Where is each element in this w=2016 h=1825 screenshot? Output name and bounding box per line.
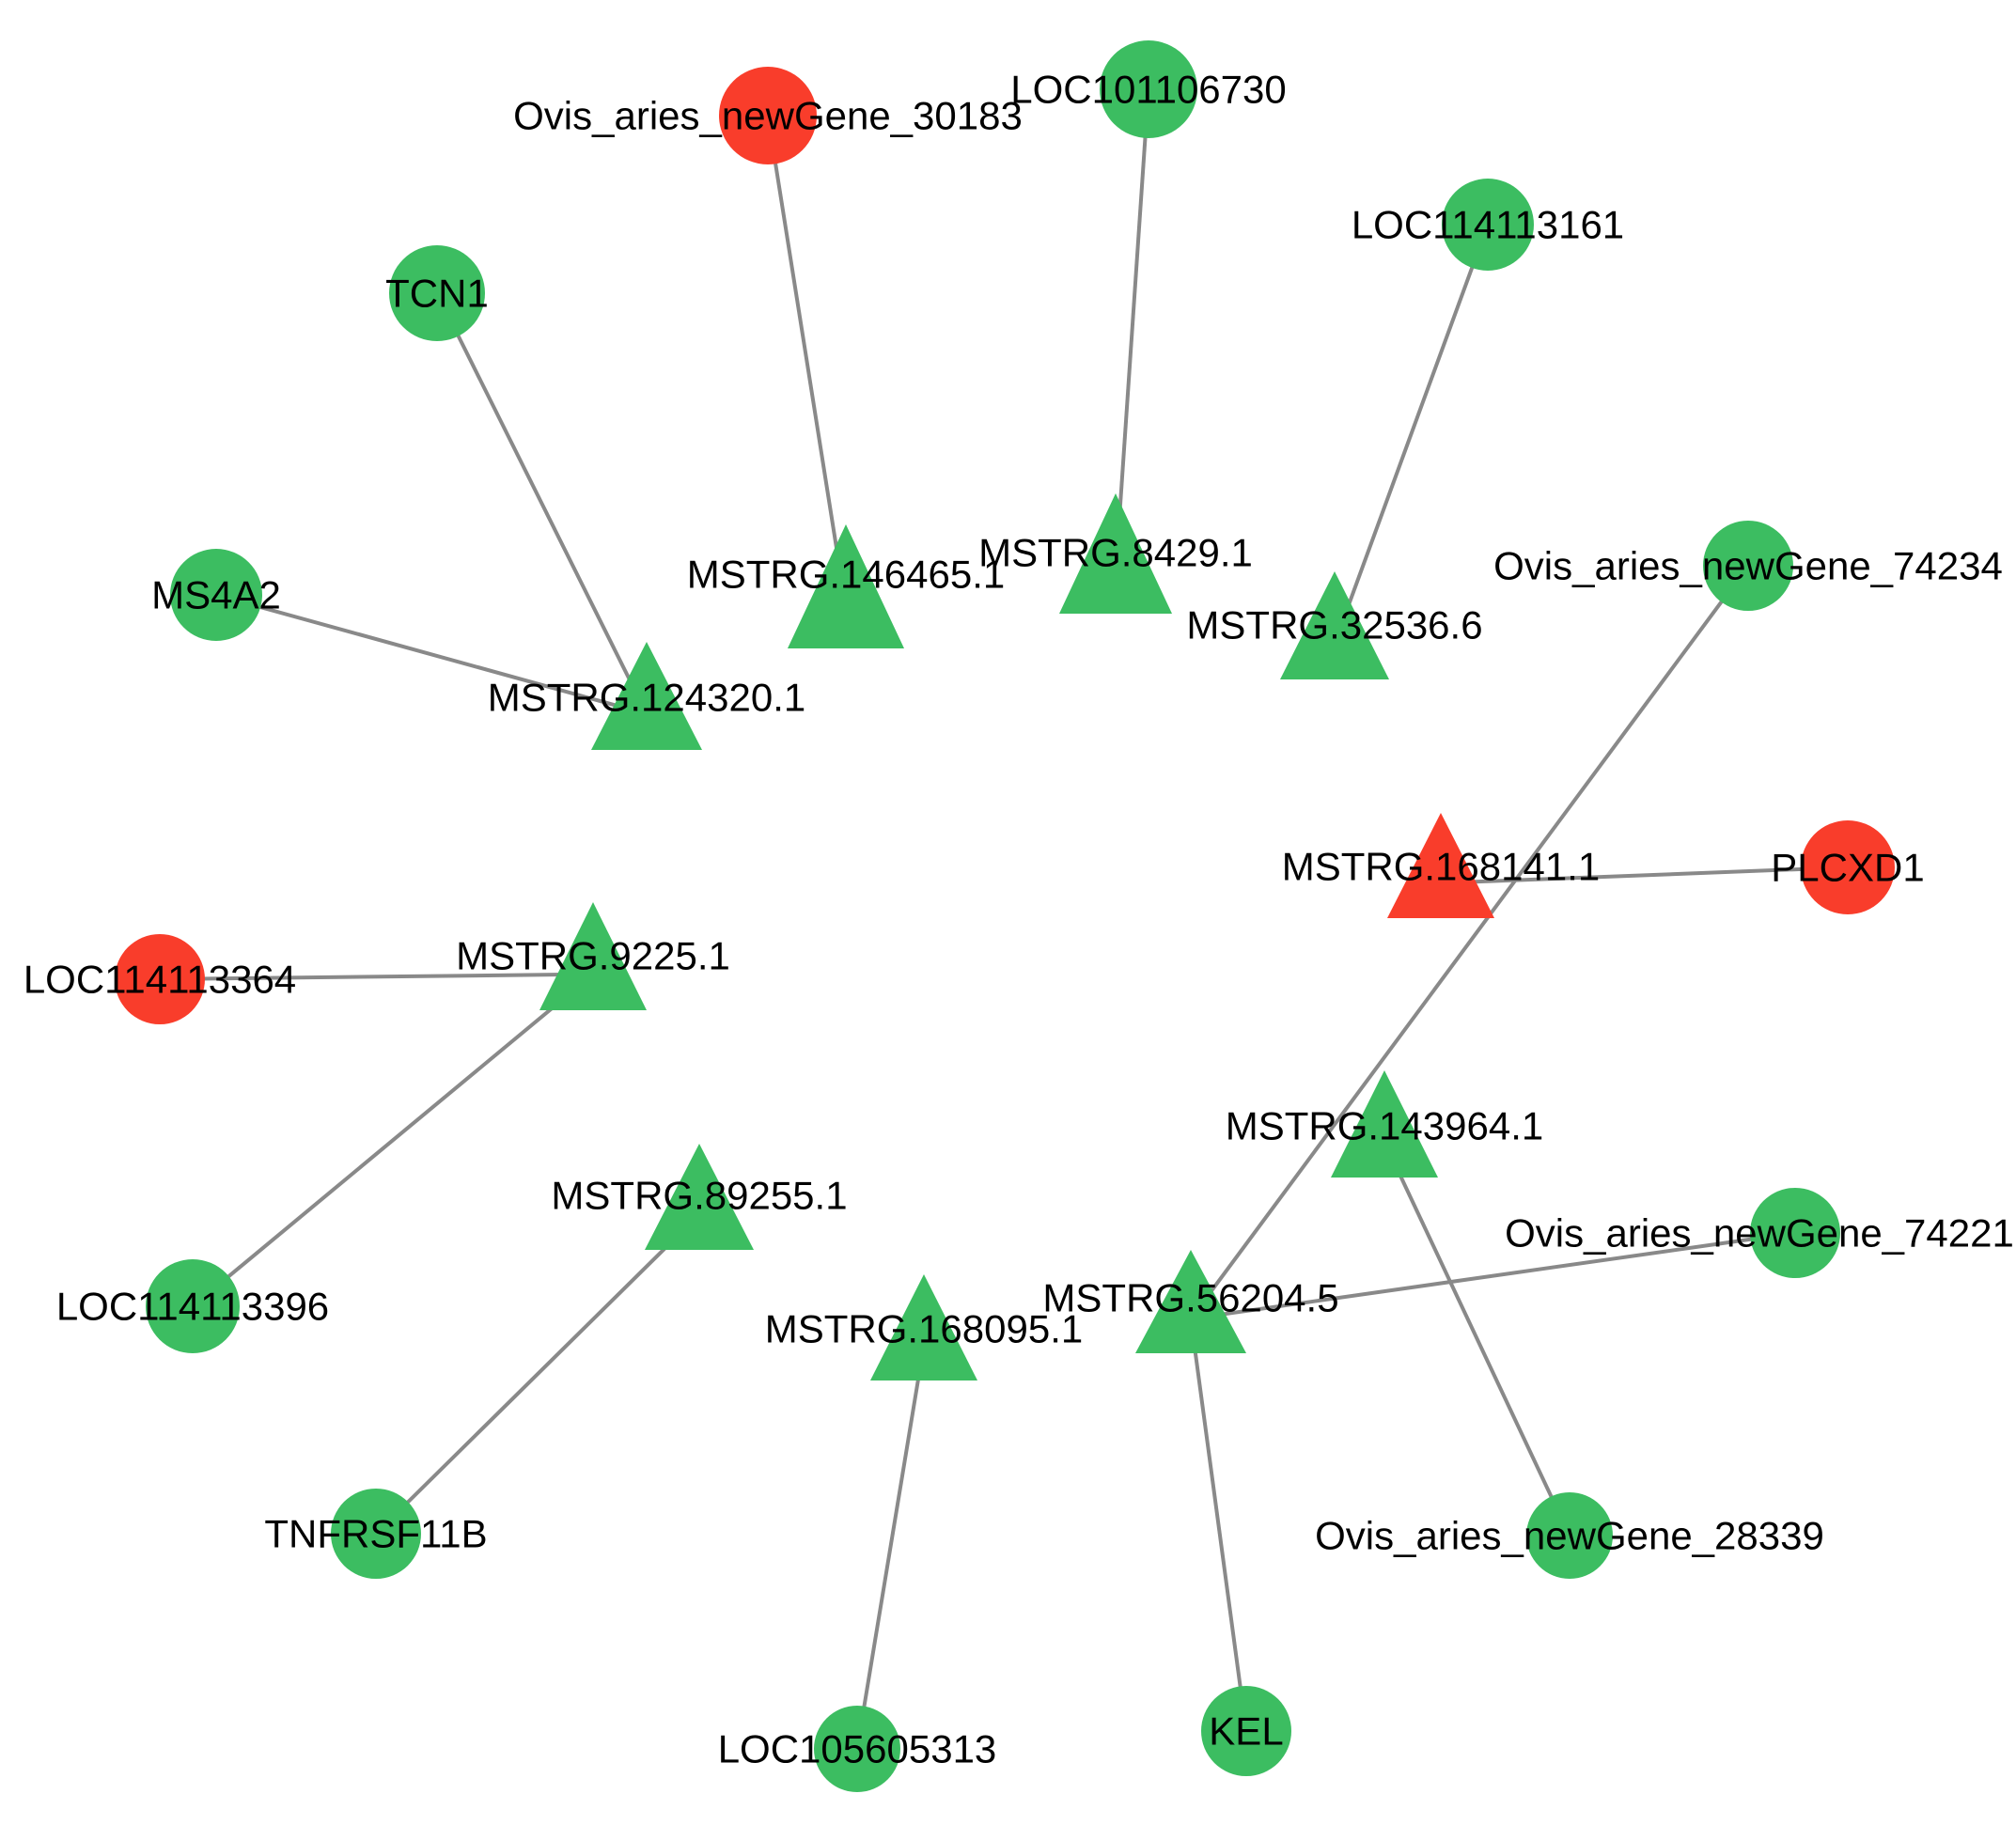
node-label-mstrg-168095-1: MSTRG.168095.1 — [765, 1307, 1084, 1351]
transcript-node-triangle-mstrg-143964-1 — [1331, 1070, 1438, 1178]
node-label-mstrg-143964-1: MSTRG.143964.1 — [1226, 1104, 1544, 1148]
edge-loc105605313--mstrg-168095-1 — [855, 1345, 926, 1750]
node-label-plcxd1: PLCXD1 — [1771, 846, 1924, 890]
node-label-mstrg-89255-1: MSTRG.89255.1 — [551, 1174, 847, 1218]
node-label-ms4a2: MS4A2 — [151, 573, 281, 617]
transcript-node-triangle-mstrg-89255-1 — [645, 1144, 754, 1250]
node-label-loc114113396: LOC114113396 — [56, 1285, 329, 1329]
node-label-mstrg-56204-5: MSTRG.56204.5 — [1042, 1276, 1338, 1320]
node-label-kel: KEL — [1209, 1709, 1283, 1754]
edge-tnfrsf11b--mstrg-89255-1 — [374, 1212, 701, 1536]
edge-ovis-aries-newgene-74221--mstrg-56204-5 — [1190, 1231, 1796, 1321]
transcript-node-triangle-mstrg-146465-1 — [788, 524, 904, 648]
gene-node-circle-ovis-aries-newgene-74234 — [1703, 521, 1793, 611]
edge-ovis-aries-newgene-30183--mstrg-146465-1 — [766, 115, 848, 608]
edge-ovis-aries-newgene-74234--mstrg-56204-5 — [1189, 564, 1750, 1320]
edge-loc114113396--mstrg-9225-1 — [191, 973, 595, 1308]
transcript-node-triangle-mstrg-56204-5 — [1135, 1250, 1246, 1353]
gene-node-circle-tnfrsf11b — [331, 1489, 421, 1579]
node-label-mstrg-32536-6: MSTRG.32536.6 — [1186, 603, 1482, 647]
transcript-node-triangle-mstrg-168141-1 — [1387, 813, 1494, 918]
edge-kel--mstrg-56204-5 — [1189, 1318, 1248, 1732]
transcript-node-triangle-mstrg-32536-6 — [1280, 571, 1389, 679]
gene-node-circle-ovis-aries-newgene-28339 — [1526, 1492, 1613, 1579]
node-label-mstrg-9225-1: MSTRG.9225.1 — [456, 934, 730, 978]
edge-layer — [159, 88, 1849, 1750]
node-label-ovis-aries-newgene-74234: Ovis_aries_newGene_74234 — [1493, 544, 2003, 588]
node-label-tnfrsf11b: TNFRSF11B — [264, 1512, 487, 1556]
transcript-node-triangle-mstrg-8429-1 — [1059, 493, 1172, 614]
node-label-tcn1: TCN1 — [385, 272, 489, 316]
node-label-loc114113364: LOC114113364 — [23, 958, 296, 1002]
node-label-loc114113161: LOC114113161 — [1352, 203, 1624, 247]
node-label-mstrg-8429-1: MSTRG.8429.1 — [978, 531, 1253, 575]
edge-loc114113161--mstrg-32536-6 — [1333, 224, 1490, 645]
edge-ovis-aries-newgene-28339--mstrg-143964-1 — [1383, 1141, 1571, 1536]
node-label-mstrg-124320-1: MSTRG.124320.1 — [488, 676, 806, 720]
edge-ms4a2--mstrg-124320-1 — [215, 593, 648, 716]
edge-loc101106730--mstrg-8429-1 — [1114, 88, 1150, 574]
edge-plcxd1--mstrg-168141-1 — [1440, 866, 1849, 885]
gene-node-circle-kel — [1201, 1686, 1291, 1776]
transcript-node-triangle-mstrg-9225-1 — [539, 902, 647, 1010]
gene-node-circle-loc105605313 — [814, 1706, 900, 1792]
node-layer — [115, 40, 1895, 1792]
gene-node-circle-ovis-aries-newgene-30183 — [719, 67, 817, 164]
edge-loc114113364--mstrg-9225-1 — [159, 972, 594, 981]
gene-node-circle-plcxd1 — [1801, 820, 1895, 914]
node-label-loc105605313: LOC105605313 — [718, 1727, 997, 1771]
gene-node-circle-loc114113364 — [115, 934, 205, 1024]
edge-tcn1--mstrg-124320-1 — [435, 292, 649, 715]
gene-node-circle-ovis-aries-newgene-74221 — [1750, 1188, 1840, 1278]
transcript-node-triangle-mstrg-168095-1 — [870, 1274, 977, 1380]
node-label-ovis-aries-newgene-28339: Ovis_aries_newGene_28339 — [1315, 1514, 1824, 1558]
transcript-node-triangle-mstrg-124320-1 — [591, 642, 702, 750]
gene-node-circle-loc101106730 — [1100, 40, 1197, 138]
gene-node-circle-ms4a2 — [170, 549, 262, 641]
gene-node-circle-tcn1 — [389, 245, 485, 341]
gene-node-circle-loc114113161 — [1442, 179, 1534, 271]
node-label-mstrg-168141-1: MSTRG.168141.1 — [1282, 845, 1601, 889]
node-label-loc101106730: LOC101106730 — [1010, 68, 1286, 112]
node-label-ovis-aries-newgene-74221: Ovis_aries_newGene_74221 — [1505, 1211, 2014, 1256]
node-label-ovis-aries-newgene-30183: Ovis_aries_newGene_30183 — [513, 94, 1023, 138]
node-label-mstrg-146465-1: MSTRG.146465.1 — [687, 553, 1006, 597]
gene-node-circle-loc114113396 — [146, 1259, 240, 1353]
